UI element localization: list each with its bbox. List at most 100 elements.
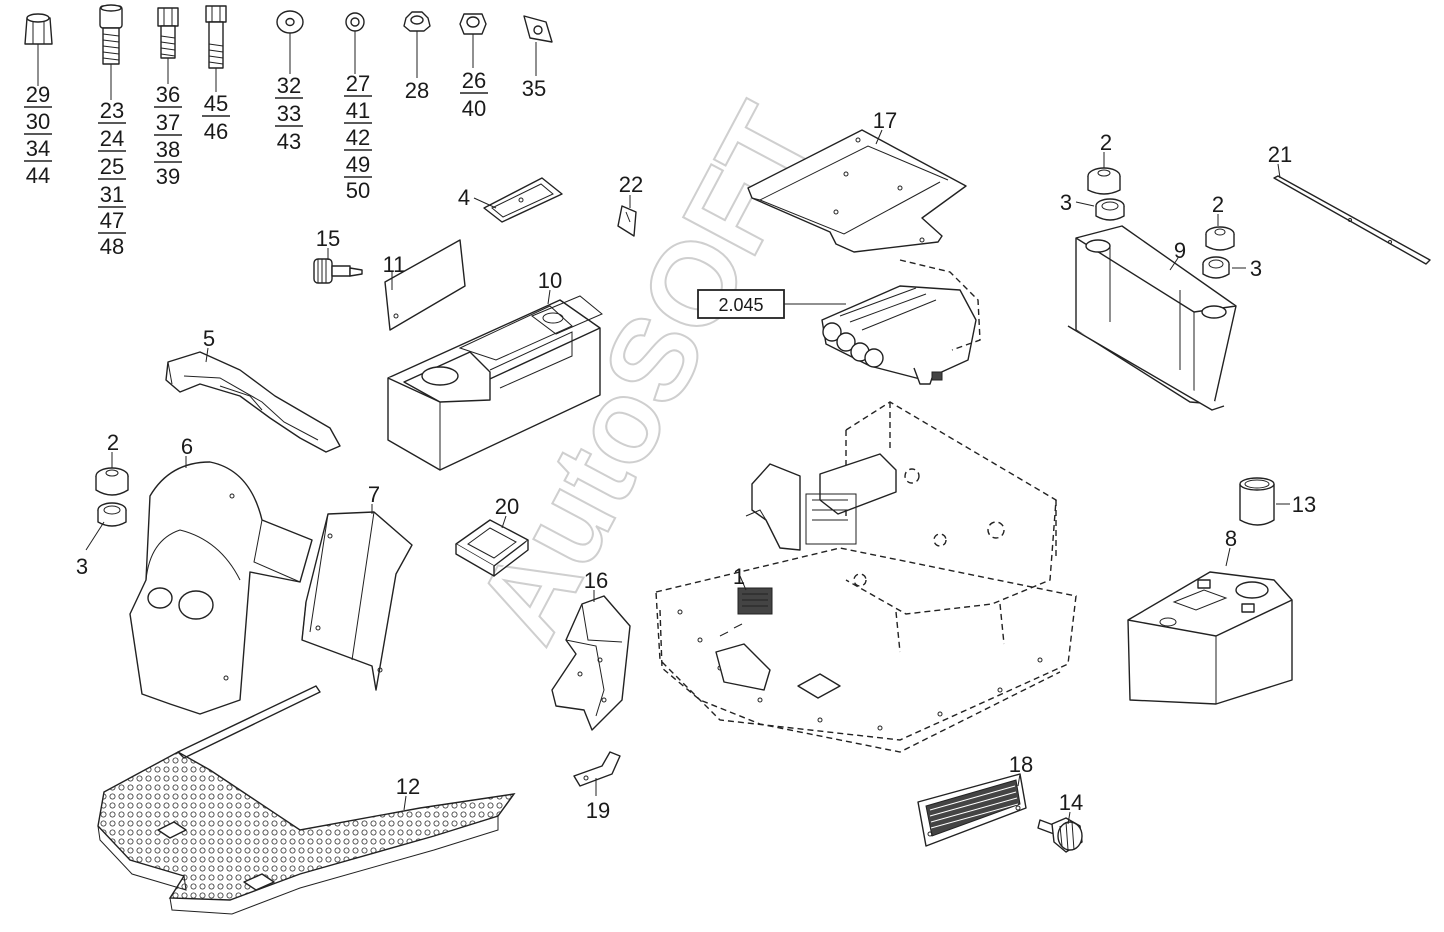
callout-13: 13 [1292, 492, 1316, 517]
label-48: 48 [100, 234, 124, 259]
cap-nut-icon [24, 13, 53, 45]
label-25: 25 [100, 154, 124, 179]
label-31: 31 [100, 182, 124, 207]
part-16-bracket [551, 595, 631, 731]
label-35: 35 [522, 76, 546, 101]
label-41: 41 [346, 98, 370, 123]
socket-head-bolt-icon [99, 4, 123, 65]
part-18-grille [917, 773, 1027, 847]
part-2-grommet-right-b [1205, 226, 1235, 251]
label-39: 39 [156, 164, 180, 189]
callout-14: 14 [1059, 790, 1083, 815]
flat-washer-icon [276, 10, 304, 34]
part-22-clip [617, 205, 637, 237]
clip-nut-icon [523, 15, 553, 43]
part-3-ring-right-a [1095, 198, 1125, 221]
reference-box-2045 [697, 289, 785, 319]
part-6-console [129, 461, 313, 715]
label-23: 23 [100, 98, 124, 123]
reference-label: 2.045 [718, 295, 763, 315]
part-11-sheet [384, 239, 466, 331]
label-30: 30 [26, 109, 50, 134]
label-45: 45 [204, 91, 228, 116]
hex-bolt-icon [157, 7, 179, 59]
label-46: 46 [204, 119, 228, 144]
lock-nut-icon [459, 13, 487, 35]
part-8-reservoir [1127, 571, 1293, 705]
fastener-column-2: 23 24 25 31 47 48 [98, 98, 126, 259]
callout-12: 12 [396, 774, 420, 799]
serrated-nut-icon [403, 11, 431, 32]
label-47: 47 [100, 208, 124, 233]
label-38: 38 [156, 137, 180, 162]
label-43: 43 [277, 129, 301, 154]
fastener-column-1: 29 30 34 44 [24, 82, 52, 188]
label-24: 24 [100, 126, 124, 151]
part-15-knob [313, 258, 363, 284]
label-37: 37 [156, 110, 180, 135]
callout-4: 4 [458, 185, 470, 210]
label-27: 27 [346, 71, 370, 96]
label-44: 44 [26, 163, 50, 188]
callout-17: 17 [873, 108, 897, 133]
part-5-trim [165, 351, 341, 453]
callout-9: 9 [1174, 238, 1186, 263]
part-19-bracket [573, 751, 621, 787]
fastener-column-8: 26 40 [460, 68, 488, 121]
callout-16: 16 [584, 568, 608, 593]
fastener-column-4: 45 46 [202, 91, 230, 144]
callout-7: 7 [368, 482, 380, 507]
callout-10: 10 [538, 268, 562, 293]
callout-2-left: 2 [107, 430, 119, 455]
part-20-holder [455, 519, 529, 577]
callout-1: 1 [733, 564, 745, 589]
label-33: 33 [277, 101, 301, 126]
callout-15: 15 [316, 226, 340, 251]
callout-21: 21 [1268, 142, 1292, 167]
part-14-thumb-screw [1037, 817, 1083, 853]
part-2-grommet-right-a [1087, 167, 1121, 195]
callout-5: 5 [203, 326, 215, 351]
long-hex-bolt-icon [205, 5, 227, 69]
label-50: 50 [346, 178, 370, 203]
spring-washer-icon [345, 12, 365, 32]
part-12-floor-mat [97, 685, 516, 915]
callout-3-right-a: 3 [1060, 190, 1072, 215]
part-4-plate [483, 177, 563, 223]
callout-3-right-b: 3 [1250, 256, 1262, 281]
callout-11: 11 [383, 252, 406, 277]
fastener-column-6: 27 41 42 49 50 [344, 71, 372, 203]
part-3-ring-right-b [1202, 256, 1230, 279]
hydraulic-valve-block [821, 259, 981, 385]
label-49: 49 [346, 152, 370, 177]
callout-20: 20 [495, 494, 519, 519]
callout-19: 19 [586, 798, 610, 823]
label-29: 29 [26, 82, 50, 107]
label-40: 40 [462, 96, 486, 121]
part-21-rod [1273, 175, 1431, 265]
fastener-column-5: 32 33 43 [275, 73, 303, 154]
callout-6: 6 [181, 434, 193, 459]
fastener-column-3: 36 37 38 39 [154, 82, 182, 189]
label-28: 28 [405, 78, 429, 103]
label-36: 36 [156, 82, 180, 107]
callout-2-right-a: 2 [1100, 130, 1112, 155]
part-9-tank [1067, 225, 1237, 411]
part-10-battery-box [387, 295, 603, 471]
main-chassis-frame [655, 401, 1077, 753]
part-2-grommet-left [95, 467, 129, 496]
callout-18: 18 [1009, 752, 1033, 777]
callout-3-left: 3 [76, 554, 88, 579]
label-34: 34 [26, 136, 50, 161]
label-42: 42 [346, 125, 370, 150]
callout-2-right-b: 2 [1212, 192, 1224, 217]
callout-22: 22 [619, 172, 643, 197]
part-17-cover-plate [747, 129, 967, 253]
label-26: 26 [462, 68, 486, 93]
part-13-cup [1239, 477, 1275, 526]
part-7-panel [301, 511, 413, 691]
label-32: 32 [277, 73, 301, 98]
callout-8: 8 [1225, 526, 1237, 551]
